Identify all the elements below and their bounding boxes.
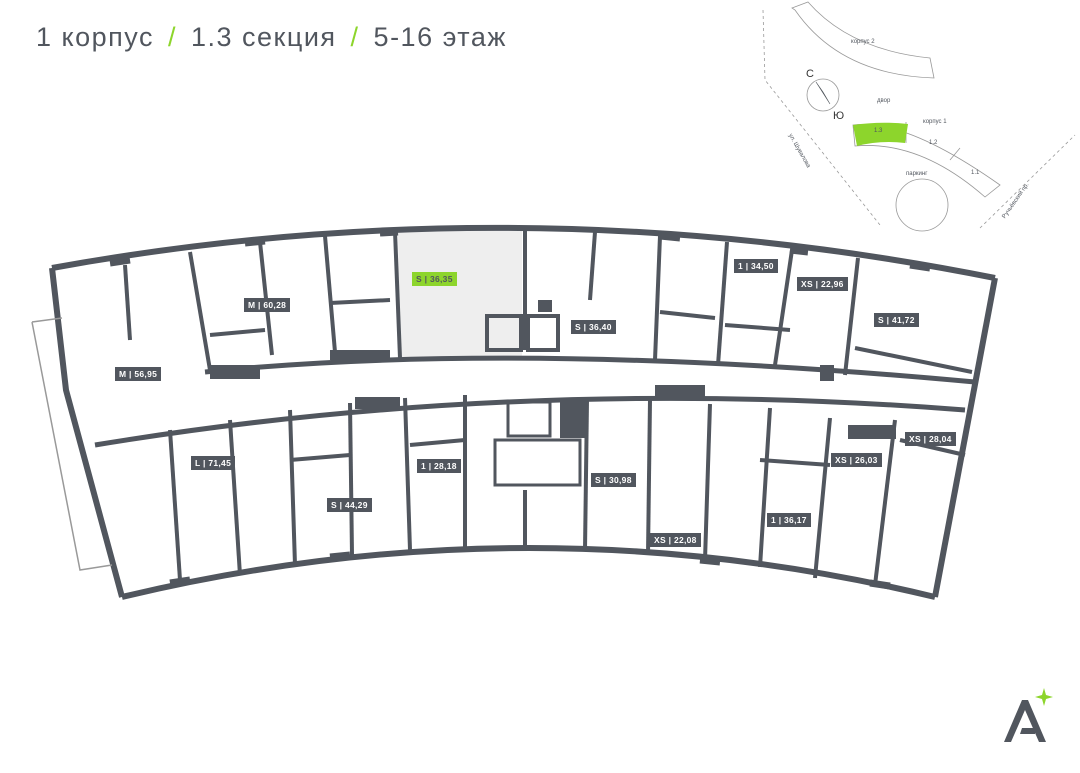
floors-label: 5-16 этаж [373, 22, 507, 52]
apartment-label[interactable]: M | 56,95 [115, 367, 162, 381]
section-label: 1.3 секция [191, 22, 337, 52]
partition-walls [123, 230, 973, 586]
outer-wall-top [51, 224, 996, 281]
selected-apartment-area[interactable] [398, 230, 522, 360]
left-end-wall [49, 267, 125, 598]
window-marks [109, 228, 931, 590]
section-label: 1.3 [874, 128, 883, 134]
south-label: Ю [833, 110, 845, 122]
elevator-left [485, 314, 523, 352]
apartment-label[interactable]: XS | 22,96 [797, 277, 848, 291]
right-end-wall [932, 277, 998, 598]
apartment-label[interactable]: 1 | 28,18 [417, 459, 461, 473]
building-2-label: корпус 2 [851, 39, 875, 45]
apartment-label[interactable]: 1 | 36,17 [767, 513, 811, 527]
apartment-label[interactable]: S | 36,35 [412, 272, 457, 286]
balcony [31, 317, 113, 571]
building-2-outline [791, 1, 935, 79]
parking-label: паркинг [906, 171, 928, 177]
street-left [762, 9, 881, 226]
north-label: С [806, 68, 814, 80]
apartment-label[interactable]: XS | 22,08 [650, 533, 701, 547]
apartment-label[interactable]: M | 60,28 [244, 298, 291, 312]
section-label: 1.1 [971, 170, 980, 176]
separator: / [167, 22, 177, 52]
apartment-label[interactable]: S | 41,72 [874, 313, 919, 327]
apartment-label[interactable]: XS | 28,04 [905, 432, 956, 446]
street-right [979, 134, 1076, 229]
selected-section-1-3 [853, 122, 908, 146]
parking-circle [895, 178, 949, 232]
building-1-label: корпус 1 [923, 119, 947, 125]
section-label: 1.2 [929, 140, 938, 146]
apartment-label[interactable]: S | 30,98 [591, 473, 636, 487]
separator: / [350, 22, 360, 52]
apartment-label[interactable]: S | 44,29 [327, 498, 372, 512]
core [210, 300, 896, 487]
apartment-label[interactable]: L | 71,45 [191, 456, 236, 470]
stair-shaft [506, 400, 552, 438]
sparkle-icon [1035, 688, 1053, 706]
staircase [493, 438, 582, 487]
building-label: 1 корпус [36, 22, 154, 52]
compass-needle-icon [815, 81, 831, 105]
corridor-top-wall [204, 355, 976, 385]
compass [806, 78, 840, 112]
floor-title: 1 корпус / 1.3 секция / 5-16 этаж [36, 22, 507, 53]
elevator-right [526, 314, 560, 352]
apartment-label[interactable]: S | 36,40 [571, 320, 616, 334]
apartment-label[interactable]: XS | 26,03 [831, 453, 882, 467]
yard-label: двор [877, 98, 891, 104]
apartment-label[interactable]: 1 | 34,50 [734, 259, 778, 273]
